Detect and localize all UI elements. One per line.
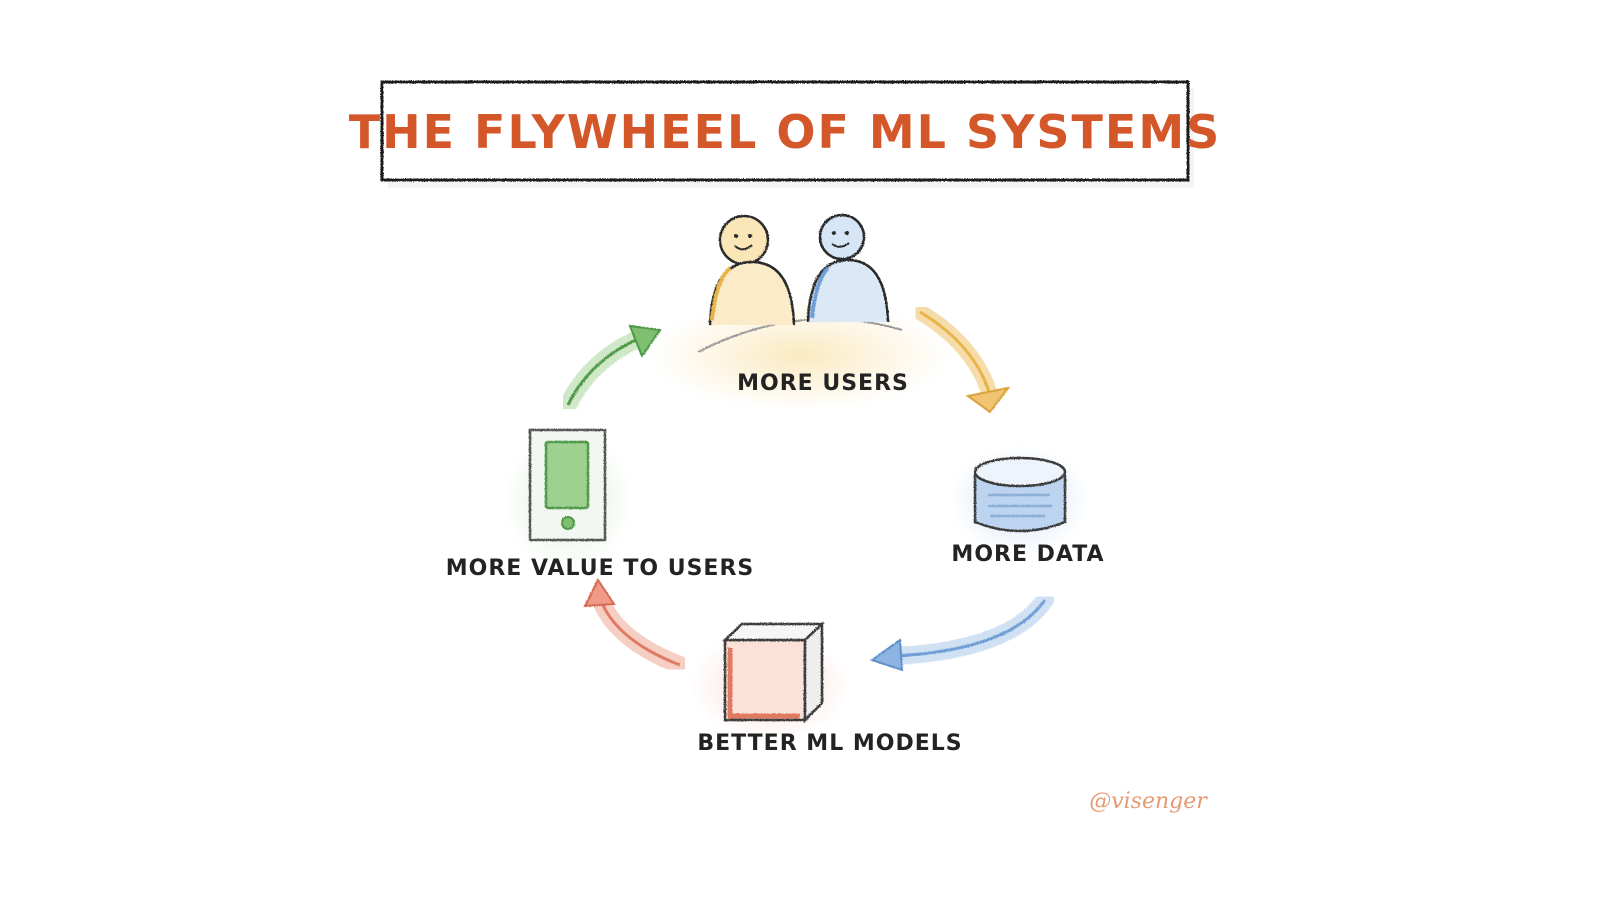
smartphone-icon	[503, 428, 633, 570]
title-box: THE FLYWHEEL OF ML SYSTEMS	[349, 80, 1222, 188]
arrow-value-to-users	[559, 324, 662, 414]
node-better-ml-models: BETTER ML MODELS	[697, 731, 962, 756]
node-more-data: MORE DATA	[951, 542, 1104, 567]
arrow-data-to-models	[869, 591, 1054, 672]
node-more-value-to-users: MORE VALUE TO USERS	[446, 556, 754, 581]
author-signature: @visenger	[1089, 789, 1208, 814]
node-more-users: MORE USERS	[737, 371, 909, 396]
arrow-users-to-data	[912, 304, 1011, 414]
cube-icon	[690, 621, 850, 740]
two-users-icon	[650, 213, 950, 410]
arrow-models-to-value	[583, 578, 689, 674]
database-icon	[950, 445, 1090, 555]
page-title: THE FLYWHEEL OF ML SYSTEMS	[349, 105, 1222, 159]
